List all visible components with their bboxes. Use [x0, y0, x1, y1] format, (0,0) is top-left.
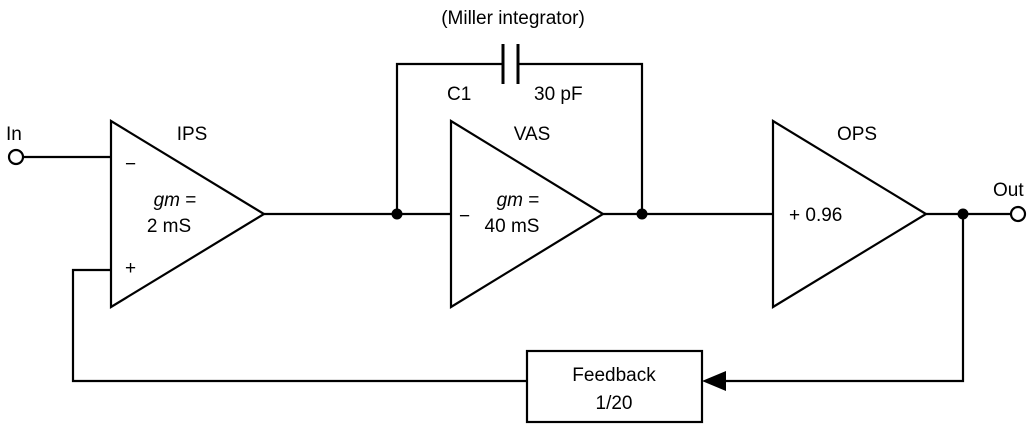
feedback-block: [525, 349, 704, 424]
capacitor-c1-name: C1: [447, 84, 471, 105]
input-terminal: [7, 148, 25, 166]
miller-loop-left-wire: [395, 62, 503, 214]
vas-amplifier: [449, 119, 606, 309]
junction-dot: [391, 208, 403, 220]
feedback-to-ips-wire: [71, 268, 527, 383]
feedback-title: Feedback: [572, 365, 656, 386]
feedback-arrowhead: [702, 371, 726, 391]
ips-plus-input: +: [125, 258, 136, 279]
vas-gm-label: gm =: [497, 190, 540, 211]
miller-caption: (Miller integrator): [441, 8, 585, 29]
capacitor-c1-value: 30 pF: [534, 84, 583, 105]
ips-amplifier: [109, 119, 267, 309]
feedback-ratio: 1/20: [596, 393, 633, 414]
ips-gm-label: gm =: [154, 190, 197, 211]
input-label: In: [6, 124, 22, 145]
vas-minus-input: −: [459, 206, 470, 227]
capacitor-c1: [501, 44, 520, 84]
ops-amplifier: [771, 119, 929, 309]
ops-gain: + 0.96: [789, 205, 842, 226]
output-terminal: [1009, 205, 1027, 223]
ops-title: OPS: [837, 124, 877, 145]
miller-loop-right-wire: [518, 62, 644, 214]
vas-title: VAS: [514, 124, 551, 145]
ips-gm-value: 2 mS: [147, 216, 191, 237]
junction-dot: [636, 208, 648, 220]
feedback-return-wire: [726, 214, 965, 383]
vas-gm-value: 40 mS: [485, 216, 540, 237]
ips-minus-input: −: [125, 154, 136, 175]
ips-title: IPS: [177, 124, 208, 145]
output-label: Out: [993, 180, 1024, 201]
